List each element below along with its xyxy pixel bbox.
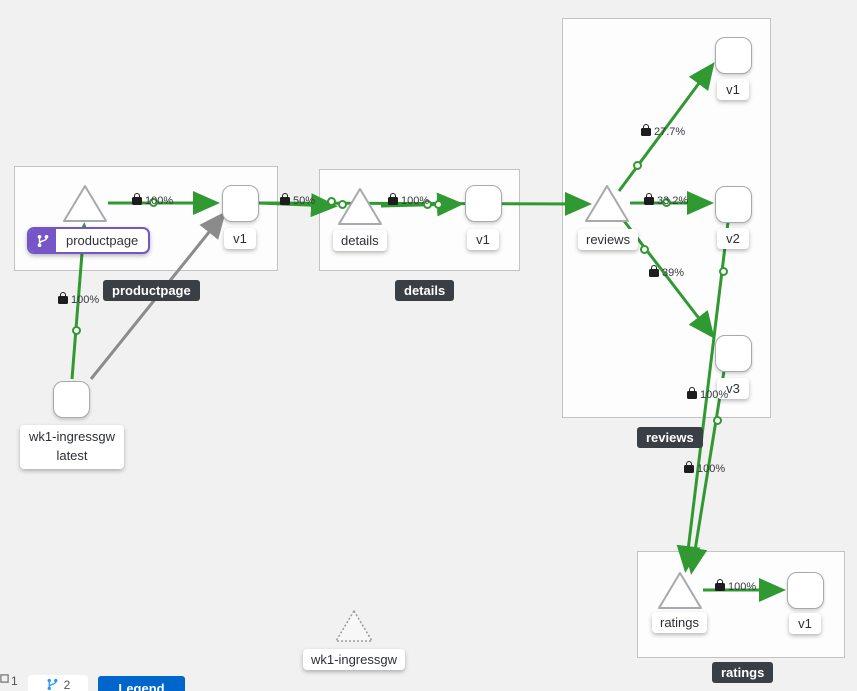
node-label-ingressgw: wk1-ingressgw latest — [20, 425, 124, 469]
traffic-dot — [149, 198, 158, 207]
edge-percent: 27.7% — [654, 126, 686, 138]
traffic-dot — [72, 326, 81, 335]
mtls-lock-icon — [388, 193, 398, 205]
traffic-dot — [327, 197, 336, 206]
edge-details-to-v1[interactable] — [380, 192, 464, 217]
edge-v3-to-ratings[interactable] — [683, 370, 726, 575]
edge-reviews-to-v1[interactable] — [617, 62, 715, 192]
edge-percent: 39% — [662, 267, 685, 279]
edge-percent: 100% — [697, 463, 726, 475]
edge-ppv1-to-details[interactable] — [258, 193, 338, 218]
node-label: v1 — [224, 228, 256, 249]
service-label-ingress-idle: wk1-ingressgw — [303, 649, 405, 670]
mtls-lock-icon — [58, 292, 68, 304]
node-label: v2 — [717, 228, 749, 249]
service-label-ratings: ratings — [652, 612, 708, 633]
edge-label: 100% — [715, 579, 757, 593]
traffic-dot — [640, 245, 649, 254]
workload-node-details-v1[interactable] — [465, 185, 502, 222]
traffic-dot — [713, 416, 722, 425]
mtls-lock-icon — [687, 387, 697, 399]
footer-count-value: 2 — [63, 678, 71, 691]
workload-node-productpage-v1[interactable] — [222, 185, 259, 222]
edge-percent: 100% — [145, 195, 174, 207]
service-label-productpage[interactable]: productpage — [27, 227, 151, 254]
edge-label: 100% — [388, 193, 430, 207]
service-count-icon — [47, 678, 58, 691]
mtls-lock-icon — [641, 124, 651, 136]
edge-label: 100% — [132, 193, 174, 207]
edge-label: 39% — [649, 265, 685, 279]
mtls-lock-icon — [644, 193, 654, 205]
node-label: v1 — [789, 613, 821, 634]
edge-percent: 50% — [293, 195, 316, 207]
service-node-ratings[interactable] — [658, 572, 702, 609]
workload-node-reviews-v3[interactable] — [715, 335, 752, 372]
edge-label: 100% — [687, 387, 729, 401]
group-badge-details: details — [395, 280, 455, 301]
legend-button[interactable]: Legend — [98, 676, 185, 691]
traffic-dot — [633, 161, 642, 170]
footer-count-apps[interactable]: 1 — [0, 674, 18, 688]
service-node-productpage[interactable] — [63, 185, 107, 222]
mtls-lock-icon — [649, 265, 659, 277]
group-badge-ratings: ratings — [712, 662, 774, 683]
footer-count-services[interactable]: 2 — [28, 675, 88, 691]
edge-v2-to-ratings[interactable] — [676, 221, 730, 573]
traffic-dot — [423, 200, 432, 209]
service-node-details[interactable] — [338, 188, 382, 225]
service-node-reviews[interactable] — [585, 185, 629, 222]
mtls-lock-icon — [280, 193, 290, 205]
edge-percent: 100% — [71, 294, 100, 306]
mtls-lock-icon — [132, 193, 142, 205]
edge-label: 50% — [280, 193, 316, 207]
edge-label: 33.2% — [644, 193, 689, 207]
edge-label: 100% — [684, 461, 726, 475]
edge-percent: 100% — [401, 195, 430, 207]
ingress-version: latest — [56, 447, 88, 463]
service-label-reviews: reviews — [578, 229, 639, 250]
footer-count-value: 1 — [11, 674, 18, 688]
traffic-dot — [434, 200, 443, 209]
edge-percent: 33.2% — [657, 195, 689, 207]
workload-node-ratings-v1[interactable] — [787, 572, 824, 609]
group-badge-reviews: reviews — [637, 427, 703, 448]
edge-percent: 100% — [700, 389, 729, 401]
edge-percent: 100% — [728, 581, 757, 593]
virtual-service-icon — [29, 229, 56, 252]
service-label-text: productpage — [66, 233, 139, 248]
ingress-name: wk1-ingressgw — [29, 429, 115, 444]
mtls-lock-icon — [684, 461, 694, 473]
node-label: v1 — [467, 229, 499, 250]
workload-node-reviews-v2[interactable] — [715, 186, 752, 223]
group-badge-productpage: productpage — [103, 280, 200, 301]
service-node-ingress-idle[interactable] — [335, 610, 373, 642]
traffic-dot — [338, 200, 347, 209]
workload-node-ingressgw[interactable] — [53, 381, 90, 418]
workload-node-reviews-v1[interactable] — [715, 37, 752, 74]
app-count-icon — [0, 674, 9, 683]
service-label-details: details — [333, 230, 387, 251]
traffic-dot — [662, 198, 671, 207]
node-label: v3 — [717, 378, 749, 399]
edge-label: 100% — [58, 292, 100, 306]
mtls-lock-icon — [715, 579, 725, 591]
edge-label: 27.7% — [641, 124, 686, 138]
traffic-dot — [719, 267, 728, 276]
node-label: v1 — [717, 79, 749, 100]
